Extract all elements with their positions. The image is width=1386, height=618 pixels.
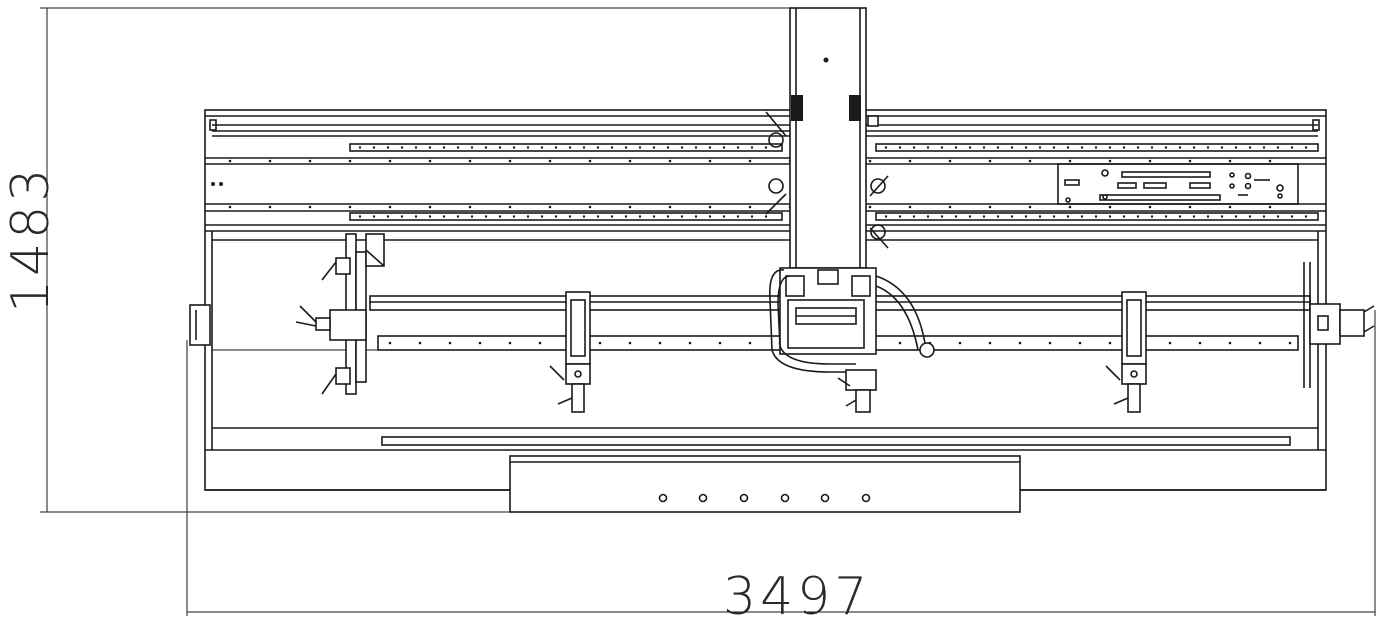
machine-frame xyxy=(204,109,1327,491)
vertical-clamp xyxy=(1105,291,1147,413)
vertical-clamps xyxy=(549,291,1147,413)
front-panel-holes xyxy=(658,493,871,503)
panel-hole xyxy=(698,493,708,503)
right-end-clamp xyxy=(1309,303,1375,345)
panel-hole xyxy=(739,493,749,503)
depth-dimension-label: 1483 xyxy=(1,165,61,313)
router-head xyxy=(768,267,935,413)
width-dimension-label: 3497 xyxy=(723,567,871,618)
mounting-plate xyxy=(1057,163,1299,205)
router-column xyxy=(765,7,889,269)
panel-hole xyxy=(861,493,871,503)
panel-hole xyxy=(780,493,790,503)
dimension-lines xyxy=(40,7,1376,616)
vertical-clamp xyxy=(549,291,591,413)
left-end-clamp xyxy=(189,233,385,395)
panel-hole xyxy=(820,493,830,503)
panel-hole xyxy=(658,493,668,503)
front-panel xyxy=(205,455,1326,513)
